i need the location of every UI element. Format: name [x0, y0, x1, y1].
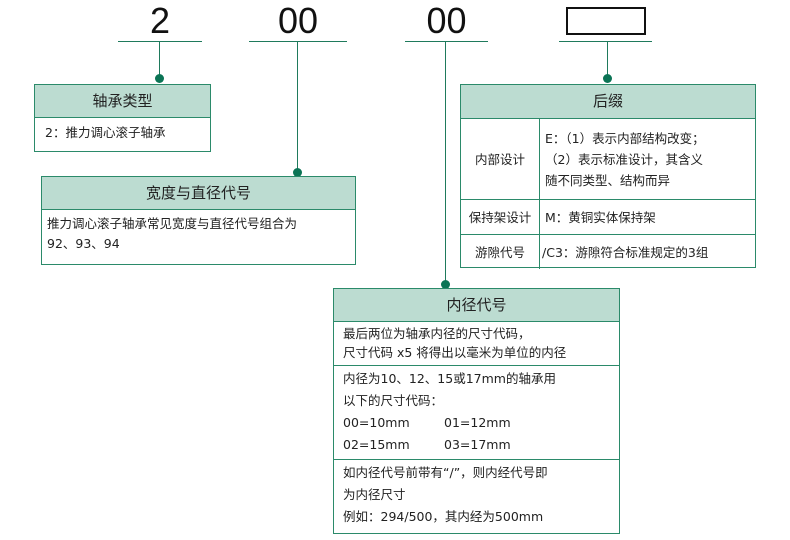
bore-code-box: 内径代号 最后两位为轴承内径的尺寸代码， 尺寸代码 x5 将得出以毫米为单位的内… — [333, 288, 620, 534]
suffix-connector-dot — [603, 74, 612, 83]
suffix-underline — [559, 41, 652, 42]
width-diameter-box: 宽度与直径代号 推力调心滚子轴承常见宽度与直径代号组合为 92、93、94 — [41, 176, 356, 265]
suffix-value-line: E：（1）表示内部结构改变； — [545, 130, 705, 146]
suffix-row-key: 内部设计 — [461, 118, 540, 200]
suffix-row: 内部设计 E：（1）表示内部结构改变； （2）表示标准设计，其含义 随不同类型、… — [461, 118, 755, 200]
bore-code-line: 例如：294/500，其内经为500mm — [343, 509, 544, 524]
type-code-underline — [118, 41, 202, 42]
bearing-type-box: 轴承类型 2：推力调心滚子轴承 — [34, 84, 211, 152]
suffix-box: 后缀 内部设计 E：（1）表示内部结构改变； （2）表示标准设计，其含义 随不同… — [460, 84, 756, 269]
suffix-row-key: 保持架设计 — [461, 199, 540, 235]
bore-mapping-row: 00=10mm 01=12mm — [343, 412, 610, 434]
bore-connector — [445, 41, 446, 284]
bore-code-underline — [405, 41, 488, 42]
bore-mapping: 00=10mm — [343, 415, 410, 430]
width-diameter-connector — [297, 41, 298, 172]
suffix-row-key: 游隙代号 — [461, 234, 540, 269]
bore-code-line: 如内径代号前带有“/”，则内经代号即 — [343, 465, 548, 480]
suffix-row: 保持架设计 M：黄铜实体保持架 — [461, 199, 755, 235]
suffix-value-line: 随不同类型、结构而异 — [545, 172, 671, 188]
bore-mapping: 02=15mm — [343, 437, 410, 452]
bore-code-line: 以下的尺寸代码： — [343, 393, 444, 408]
bore-mapping-row: 02=15mm 03=17mm — [343, 434, 610, 456]
bore-code-line: 为内径尺寸 — [343, 487, 406, 502]
suffix-value-line: （2）表示标准设计，其含义 — [545, 151, 703, 167]
bore-code-section-2: 内径为10、12、15或17mm的轴承用 以下的尺寸代码： 00=10mm 01=… — [334, 365, 619, 459]
bore-code: 00 — [426, 0, 467, 41]
suffix-row-value: M：黄铜实体保持架 — [539, 199, 755, 235]
bearing-type-title: 轴承类型 — [35, 85, 210, 118]
suffix-row-value: E：（1）表示内部结构改变； （2）表示标准设计，其含义 随不同类型、结构而异 — [539, 118, 755, 200]
suffix-table: 内部设计 E：（1）表示内部结构改变； （2）表示标准设计，其含义 随不同类型、… — [461, 118, 755, 269]
bore-mapping: 01=12mm — [444, 415, 511, 430]
bore-code-line: 尺寸代码 x5 将得出以毫米为单位的内径 — [343, 345, 567, 360]
width-diameter-line: 推力调心滚子轴承常见宽度与直径代号组合为 — [47, 216, 298, 231]
suffix-connector — [607, 41, 608, 79]
width-diameter-underline — [249, 41, 347, 42]
suffix-row-value: /C3：游隙符合标准规定的3组 — [539, 234, 755, 269]
bearing-type-text: 2：推力调心滚子轴承 — [45, 125, 166, 140]
suffix-row: 游隙代号 /C3：游隙符合标准规定的3组 — [461, 234, 755, 269]
width-diameter-title: 宽度与直径代号 — [42, 177, 355, 210]
bore-mapping: 03=17mm — [444, 437, 511, 452]
width-diameter-code: 00 — [277, 0, 319, 41]
type-connector-dot — [155, 74, 164, 83]
bore-code-section-1: 最后两位为轴承内径的尺寸代码， 尺寸代码 x5 将得出以毫米为单位的内径 — [334, 322, 619, 365]
suffix-title: 后缀 — [461, 85, 755, 118]
bore-code-title: 内径代号 — [334, 289, 619, 322]
width-diameter-connector-dot — [293, 168, 302, 177]
width-diameter-line: 92、93、94 — [47, 236, 120, 251]
bore-connector-dot — [441, 280, 450, 289]
type-code: 2 — [149, 0, 171, 41]
suffix-placeholder-box — [566, 7, 646, 35]
type-connector — [159, 41, 160, 79]
bore-code-line: 内径为10、12、15或17mm的轴承用 — [343, 371, 556, 386]
bore-code-section-3: 如内径代号前带有“/”，则内经代号即 为内径尺寸 例如：294/500，其内经为… — [334, 459, 619, 530]
bore-code-line: 最后两位为轴承内径的尺寸代码， — [343, 326, 531, 341]
